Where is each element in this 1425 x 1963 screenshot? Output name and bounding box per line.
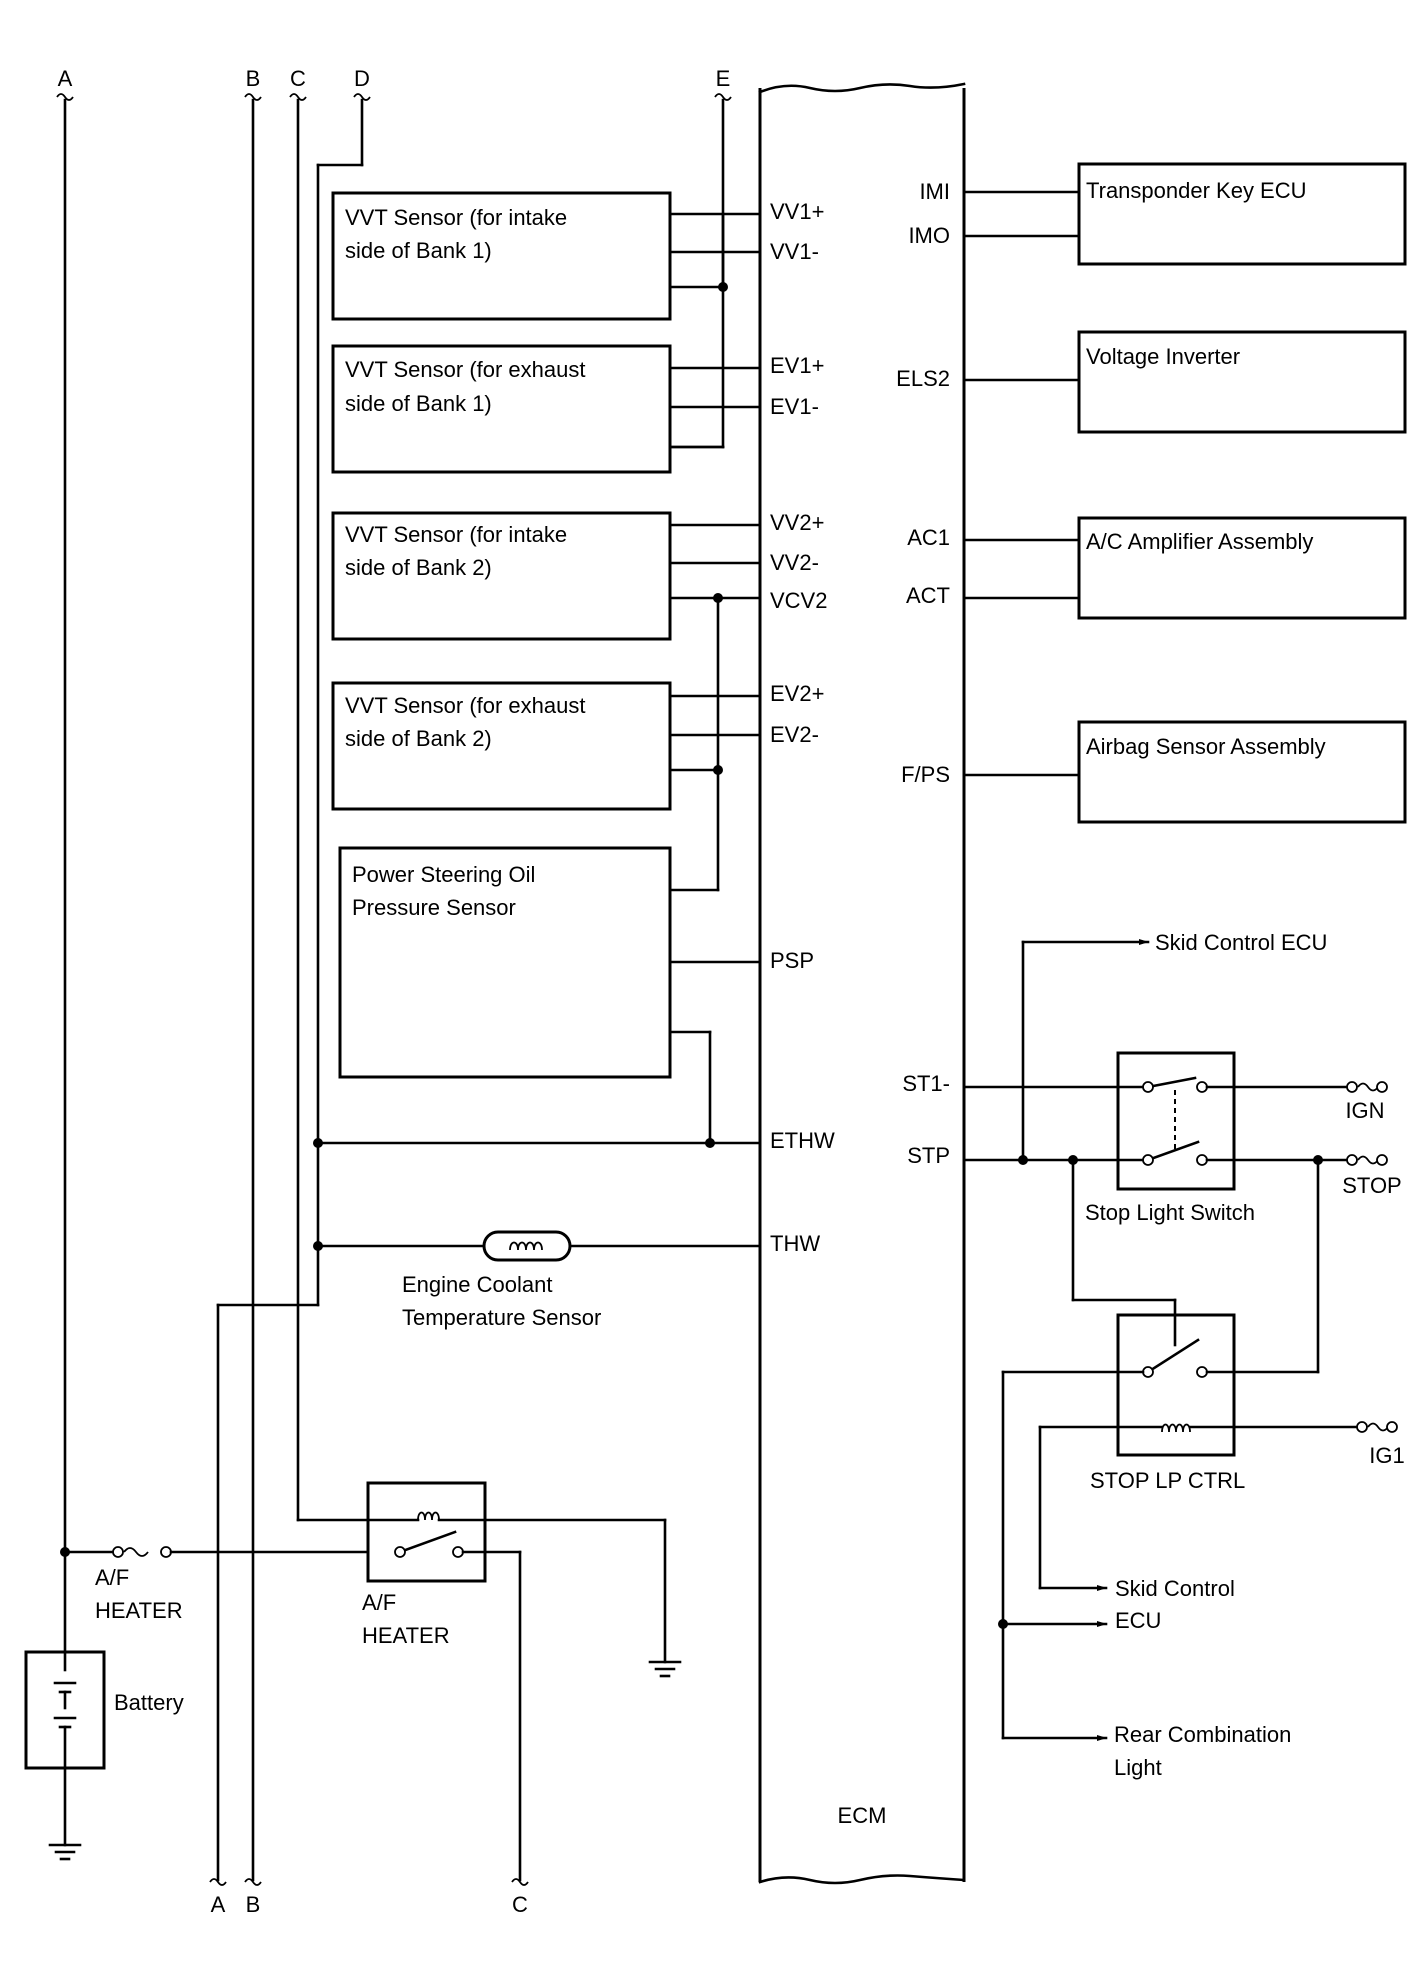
terminal-a-bottom: A bbox=[211, 1892, 226, 1917]
ps-oil-line1: Power Steering Oil bbox=[352, 862, 535, 887]
af-fuse-label1: A/F bbox=[95, 1565, 129, 1590]
pin-ev1-plus: EV1+ bbox=[770, 353, 824, 378]
ps-oil-line2: Pressure Sensor bbox=[352, 895, 516, 920]
vvt-in-b1-line2: side of Bank 1) bbox=[345, 238, 492, 263]
battery-label: Battery bbox=[114, 1690, 184, 1715]
ig1-label: IG1 bbox=[1369, 1443, 1404, 1468]
terminal-c-top: C bbox=[290, 66, 306, 91]
break-marks-top bbox=[56, 93, 732, 101]
ecm-left-pins: VV1+ VV1- EV1+ EV1- VV2+ VV2- VCV2 EV2+ … bbox=[770, 199, 835, 1256]
pin-act: ACT bbox=[906, 583, 950, 608]
pin-ev2-minus: EV2- bbox=[770, 722, 819, 747]
vvt-in-b1-line1: VVT Sensor (for intake bbox=[345, 205, 567, 230]
rear-combination-line2: Light bbox=[1114, 1755, 1162, 1780]
vvt-ex-b1-line1: VVT Sensor (for exhaust bbox=[345, 357, 586, 382]
vvt-sensor-intake-bank2: VVT Sensor (for intake side of Bank 2) bbox=[331, 511, 762, 641]
vvt-sensor-intake-bank1: VVT Sensor (for intake side of Bank 1) bbox=[331, 191, 762, 321]
vvt-ex-b2-line2: side of Bank 2) bbox=[345, 726, 492, 751]
pin-ev2-plus: EV2+ bbox=[770, 681, 824, 706]
vvt-sensor-exhaust-bank1: VVT Sensor (for exhaust side of Bank 1) bbox=[331, 344, 762, 474]
pin-els2: ELS2 bbox=[896, 366, 950, 391]
ign-label: IGN bbox=[1345, 1098, 1384, 1123]
vvt-in-b2-line2: side of Bank 2) bbox=[345, 555, 492, 580]
transponder-key-ecu: Transponder Key ECU bbox=[962, 162, 1407, 266]
af-heater-circuit: A/F HEATER A/F HEATER bbox=[60, 1481, 682, 1882]
stop-light-circuit: Skid Control ECU Stop Light Switch IGN S… bbox=[962, 930, 1405, 1780]
vvt-ex-b2-line1: VVT Sensor (for exhaust bbox=[345, 693, 586, 718]
break-marks-bottom bbox=[209, 1878, 529, 1886]
vvt-in-b2-line1: VVT Sensor (for intake bbox=[345, 522, 567, 547]
pin-vv1-plus: VV1+ bbox=[770, 199, 824, 224]
ac-amp-label: A/C Amplifier Assembly bbox=[1086, 529, 1313, 554]
rear-combination-line1: Rear Combination bbox=[1114, 1722, 1291, 1747]
af-fuse-label2: HEATER bbox=[95, 1598, 183, 1623]
skid-control-ecu-bottom-line1: Skid Control bbox=[1115, 1576, 1235, 1601]
terminal-b-top: B bbox=[246, 66, 261, 91]
pin-fps: F/PS bbox=[901, 762, 950, 787]
battery: Battery bbox=[24, 1650, 184, 1861]
ecm-right-pins: IMI IMO ELS2 AC1 ACT F/PS ST1- STP bbox=[896, 179, 950, 1168]
coolant-line1: Engine Coolant bbox=[402, 1272, 552, 1297]
terminal-a-top: A bbox=[58, 66, 73, 91]
terminal-c-bottom: C bbox=[512, 1892, 528, 1917]
pin-imo: IMO bbox=[908, 223, 950, 248]
terminal-d-top: D bbox=[354, 66, 370, 91]
ethw-wire bbox=[313, 1138, 762, 1148]
ac-amplifier-assembly: A/C Amplifier Assembly bbox=[962, 516, 1407, 620]
ecm-body: ECM bbox=[758, 82, 966, 1885]
pin-vv1-minus: VV1- bbox=[770, 239, 819, 264]
terminal-b-bottom: B bbox=[246, 1892, 261, 1917]
terminal-e-top: E bbox=[716, 66, 731, 91]
pin-imi: IMI bbox=[919, 179, 950, 204]
pin-vcv2: VCV2 bbox=[770, 588, 827, 613]
coolant-line2: Temperature Sensor bbox=[402, 1305, 601, 1330]
pin-stp: STP bbox=[907, 1143, 950, 1168]
af-relay-label2: HEATER bbox=[362, 1623, 450, 1648]
pin-st1: ST1- bbox=[902, 1071, 950, 1096]
skid-control-ecu-top-label: Skid Control ECU bbox=[1155, 930, 1327, 955]
airbag-label: Airbag Sensor Assembly bbox=[1086, 734, 1326, 759]
pin-vv2-plus: VV2+ bbox=[770, 510, 824, 535]
stop-light-switch-label: Stop Light Switch bbox=[1085, 1200, 1255, 1225]
inverter-label: Voltage Inverter bbox=[1086, 344, 1240, 369]
pin-ac1: AC1 bbox=[907, 525, 950, 550]
airbag-sensor-assembly: Airbag Sensor Assembly bbox=[962, 720, 1407, 824]
vvt-sensor-exhaust-bank2: VVT Sensor (for exhaust side of Bank 2) bbox=[331, 681, 762, 811]
stop-lp-ctrl-label: STOP LP CTRL bbox=[1090, 1468, 1245, 1493]
pin-thw: THW bbox=[770, 1231, 820, 1256]
pin-ev1-minus: EV1- bbox=[770, 394, 819, 419]
engine-coolant-temperature-sensor: Engine Coolant Temperature Sensor bbox=[313, 1230, 762, 1330]
transponder-label: Transponder Key ECU bbox=[1086, 178, 1307, 203]
af-relay-label1: A/F bbox=[362, 1590, 396, 1615]
skid-control-ecu-bottom-line2: ECU bbox=[1115, 1608, 1161, 1633]
voltage-inverter: Voltage Inverter bbox=[962, 330, 1407, 434]
left-wires bbox=[63, 98, 725, 1882]
stop-label: STOP bbox=[1342, 1173, 1402, 1198]
pin-ethw: ETHW bbox=[770, 1128, 835, 1153]
pin-vv2-minus: VV2- bbox=[770, 550, 819, 575]
ecm-label: ECM bbox=[838, 1803, 887, 1828]
power-steering-oil-pressure-sensor: Power Steering Oil Pressure Sensor bbox=[338, 846, 762, 1145]
pin-psp: PSP bbox=[770, 948, 814, 973]
vvt-ex-b1-line2: side of Bank 1) bbox=[345, 391, 492, 416]
af-heater-relay bbox=[366, 1481, 487, 1583]
